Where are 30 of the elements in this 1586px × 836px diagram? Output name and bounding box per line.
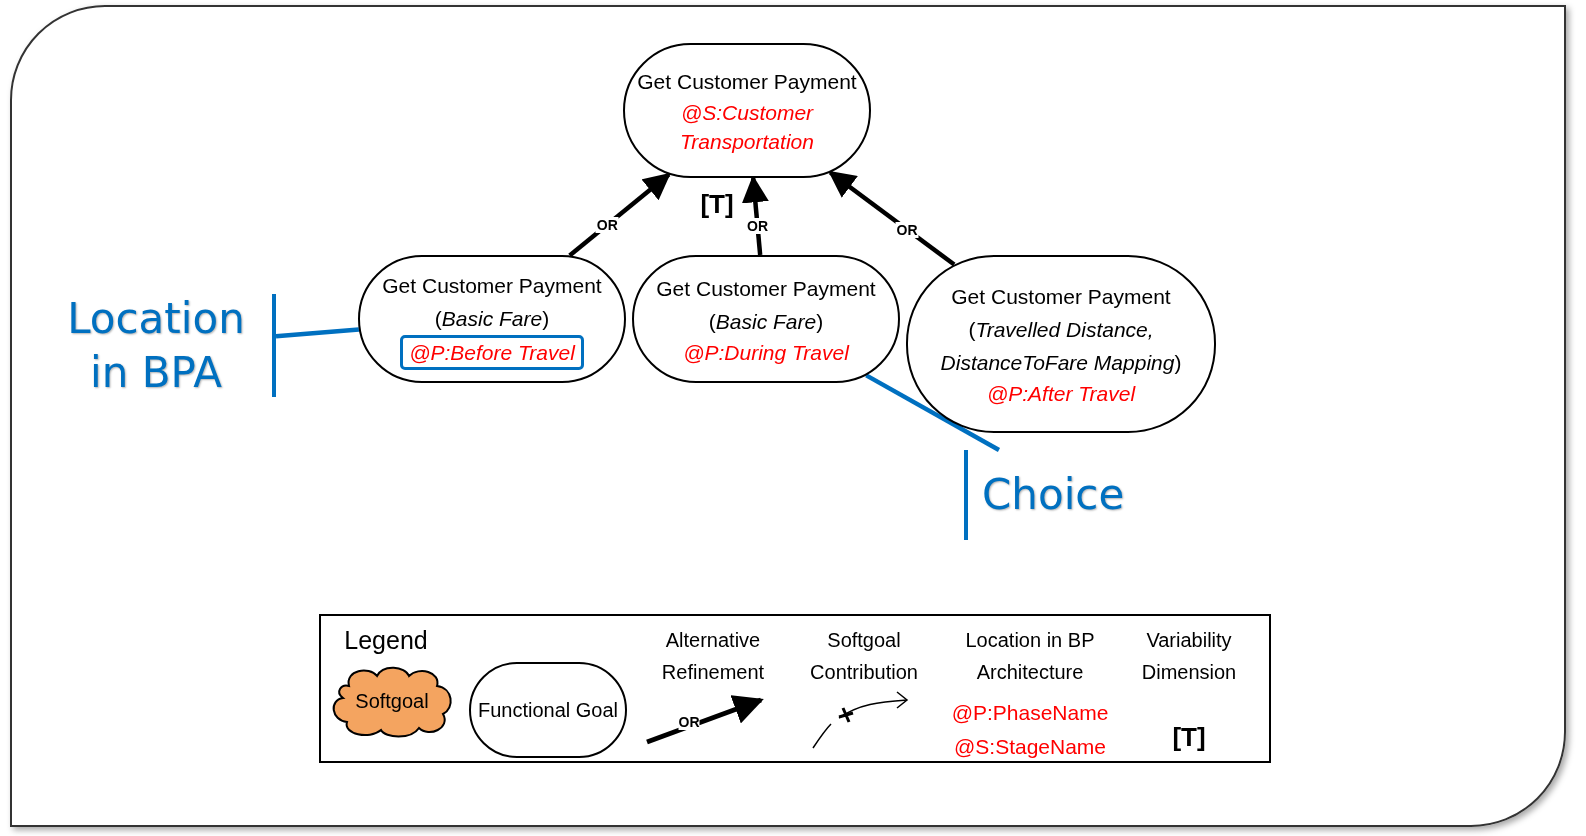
location-tag: @S:Customer Transportation	[625, 98, 869, 156]
goal-name: Get Customer Payment	[636, 69, 858, 95]
highlighted-location-tag: @P:Before Travel	[400, 334, 584, 370]
variability-tag: [T]	[700, 188, 734, 220]
goal-name: Get Customer Payment (Travelled Distance, DistanceToFare Mapping)	[939, 284, 1183, 376]
location-tag: @P:During Travel	[683, 337, 849, 367]
location-tag: @P:PhaseName	[951, 701, 1109, 725]
leader-line	[275, 327, 360, 339]
legend-text: Location in BP Architecture	[964, 628, 1096, 685]
or-arrow	[828, 170, 956, 267]
edge-label: OR	[746, 217, 769, 234]
goal-name: Get Customer Payment (Basic Fare)	[655, 275, 877, 335]
variability-tag: [T]	[1172, 721, 1206, 753]
location-tag: @S:StageName	[953, 735, 1107, 759]
or-arrow	[741, 175, 769, 256]
edge-label: OR	[895, 221, 919, 238]
legend-text: Softgoal	[354, 689, 430, 714]
goal-name: Get Customer Payment (Basic Fare)	[381, 272, 603, 332]
or-arrow	[568, 172, 671, 258]
callout-label: Location in BPA	[40, 294, 276, 397]
or-label: OR	[678, 714, 700, 730]
functional-goal-sample: Functional Goal	[469, 662, 627, 758]
location-tag: @P:After Travel	[986, 379, 1136, 408]
legend-text: Variability Dimension	[1140, 628, 1238, 685]
legend-text: Softgoal Contribution	[809, 628, 919, 685]
edge-label: OR	[595, 216, 619, 233]
legend-heading: Legend	[344, 625, 428, 655]
callout-label: Choice	[964, 450, 1194, 540]
leader-line	[865, 373, 1001, 452]
legend-text: Alternative Refinement	[660, 628, 766, 685]
